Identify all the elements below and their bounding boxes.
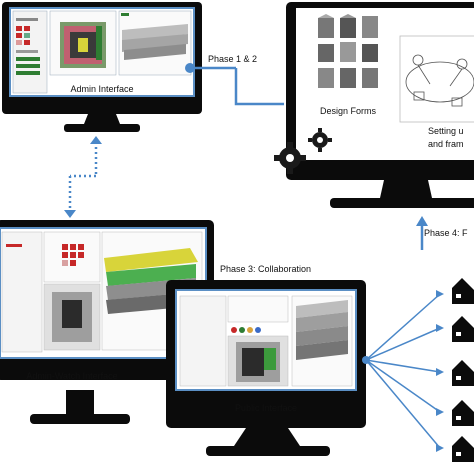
arrow-up: [90, 136, 102, 144]
arrow-down: [64, 210, 76, 218]
design-forms-monitor: Design Forms Setting u and fram: [286, 2, 474, 208]
phase4-label: Phase 4: F: [424, 228, 468, 238]
public-fanout: [365, 293, 441, 449]
house-icon: [452, 316, 474, 342]
house-icon: [452, 400, 474, 426]
admin-interface-monitor: Admin Interface: [2, 2, 202, 132]
connector-dot: [185, 63, 195, 73]
house-icon: [452, 360, 474, 386]
public-interface-label: Public Interface: [235, 403, 297, 413]
phase4-connector: [416, 216, 428, 250]
design-forms-label: Design Forms: [320, 106, 377, 116]
phase12-label: Phase 1 & 2: [208, 54, 257, 64]
public-interface-monitor: Public Interface: [166, 280, 366, 456]
watch-connector: [68, 142, 98, 212]
admin-interface-label: Admin Interface: [70, 84, 133, 94]
phase12-connector: [190, 66, 284, 106]
admin-watch-label: Admin-Watch Interface: [26, 371, 117, 381]
setting-label-2: and fram: [428, 139, 464, 149]
design-forms-thumbnails: [318, 14, 378, 88]
connector-dot: [362, 356, 370, 364]
framework-sketch: [399, 35, 474, 123]
house-icon: [452, 278, 474, 304]
gear-icon: [274, 128, 332, 174]
phase3-label: Phase 3: Collaboration: [220, 264, 311, 274]
house-icon: [452, 436, 474, 462]
setting-label-1: Setting u: [428, 126, 464, 136]
